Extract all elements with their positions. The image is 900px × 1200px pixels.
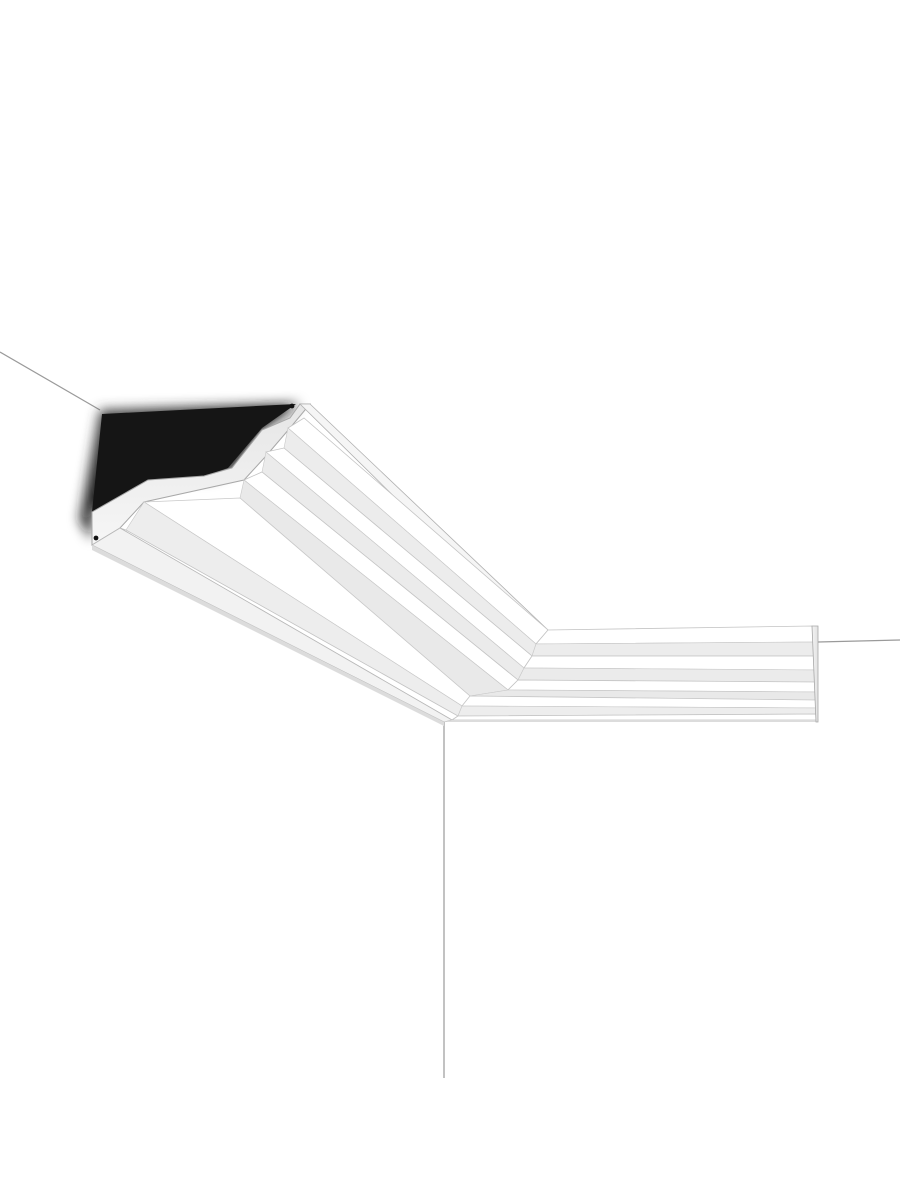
moulding-short-run	[444, 625, 819, 723]
moulding-shadow-cavity	[80, 404, 300, 540]
moulding-long-run	[91, 403, 549, 726]
wall-corner-lines	[0, 351, 900, 1078]
